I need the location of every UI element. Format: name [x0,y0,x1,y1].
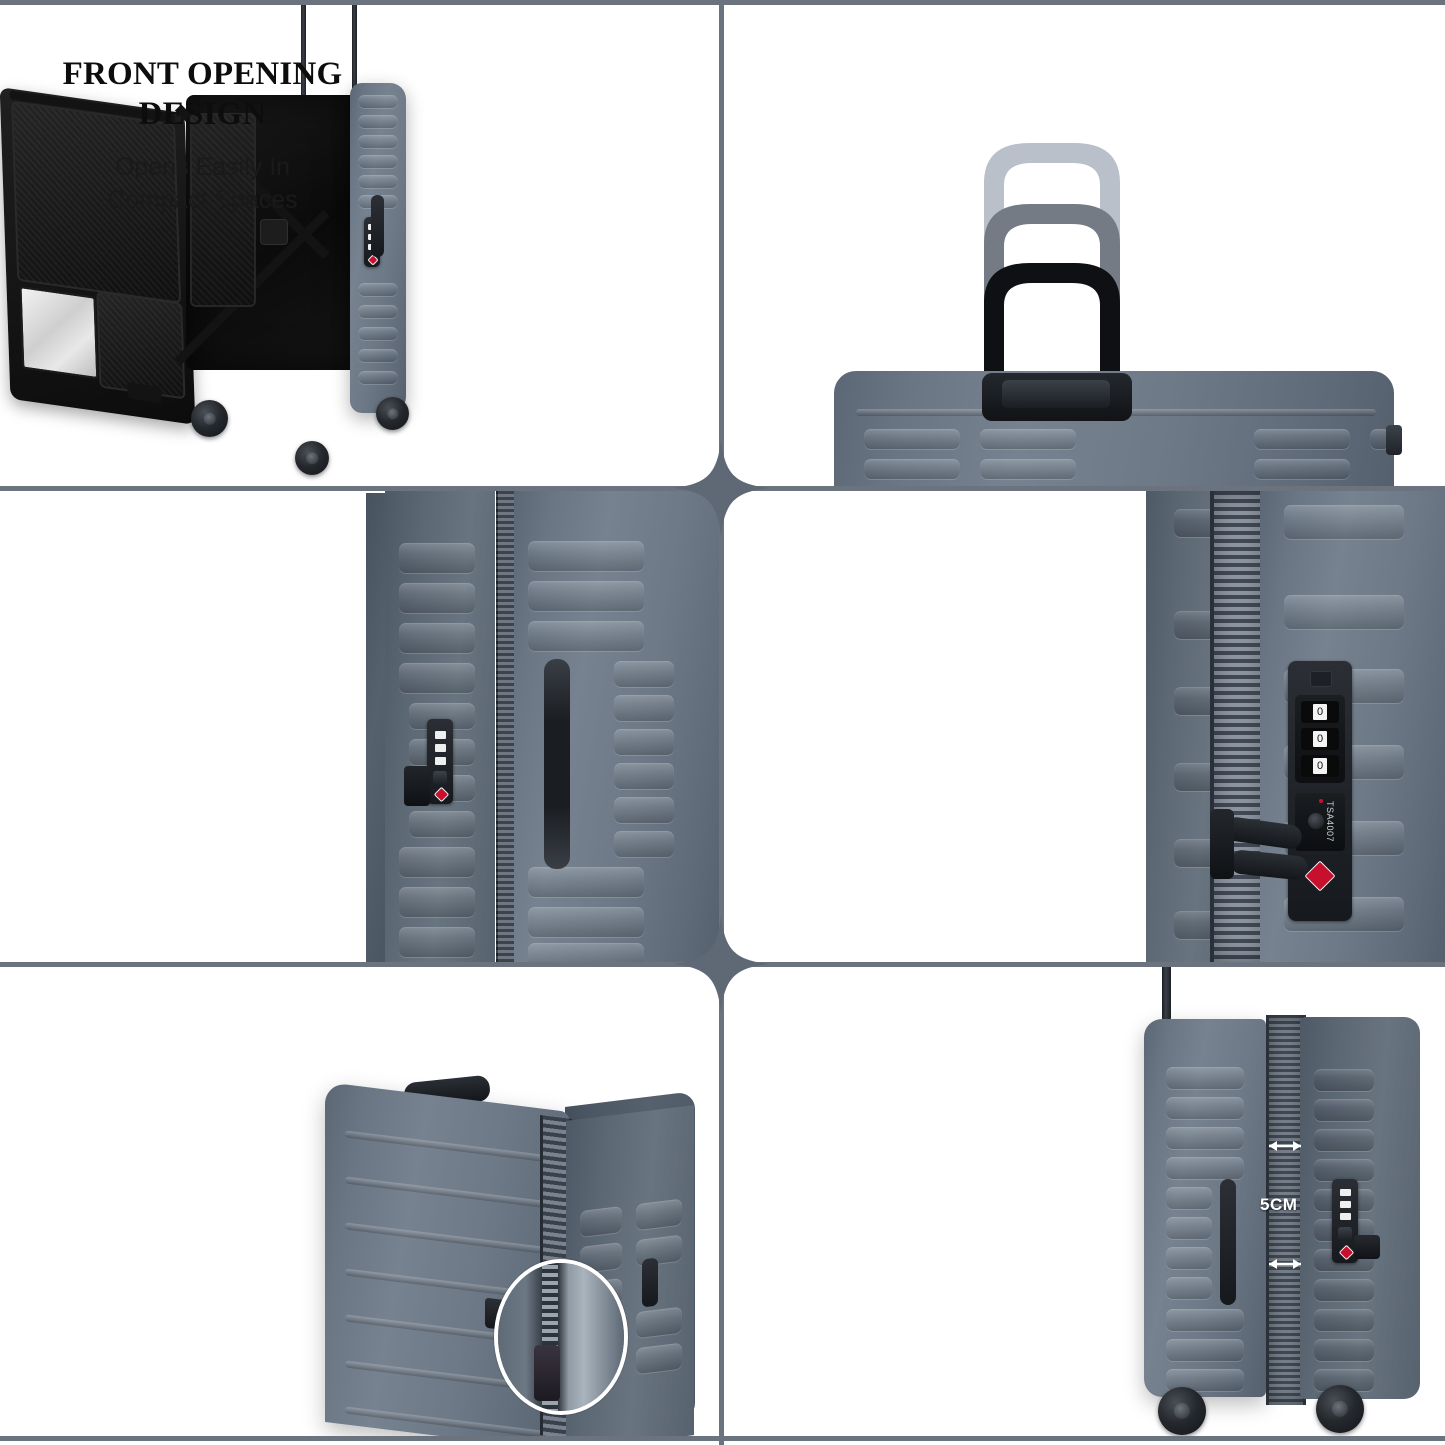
text-backdrop [724,491,1146,962]
zipper-slider [1210,809,1234,879]
rear-side-handle [642,1257,658,1308]
suitcase-right-side-panel [1300,1017,1420,1399]
lock-dial-3: 0 [1313,758,1327,774]
trolley-rod-extended [1162,967,1171,1022]
handle-base-inset [1002,380,1110,408]
suitcase-back-edge [366,493,388,962]
suitcase-left-side-panel [1144,1019,1266,1397]
panel-telescopic-trolley: 3 LEVEL TELESCOPIC ALUMINIUM TROLLEY Thr… [724,5,1445,486]
suitcase-right-rib-column [514,491,719,962]
x-strap-buckle [260,219,288,245]
panel-1-subtitle: Opens Easily In Compact Spaces [107,153,298,215]
sparkle-ornament-upper [673,440,769,536]
lock-series-label: TSA4007 [1325,801,1335,843]
wheel-front-left [191,400,228,437]
lock-dial-1: 0 [1313,704,1327,720]
trolley-rod-right [352,5,357,92]
panel-expandable: 5CM EXPANDABLE Extra Capacity, Adjustabl… [724,967,1445,1436]
tsa-lock-side [427,719,453,804]
left-side-handle-recess [1220,1179,1236,1305]
tsa-lock-expandable-view [1332,1179,1358,1263]
lock-dial-2: 0 [1313,731,1327,747]
tsa-approved-diamond-icon [1304,860,1336,892]
wheel-expandable-right [1316,1385,1364,1433]
suitcase-interior [174,95,358,370]
wheel-expandable-left [1158,1387,1206,1435]
panel-side-and-top-handle: SIDE AND TOP HANDLE Dual Handles, Easy G… [0,491,719,962]
panel-1-heading: FRONT OPENING DESIGN [62,56,343,132]
zipper-pull-tab [404,766,430,806]
grid-divider-column [719,0,724,1445]
lid-clear-pouch [19,285,99,380]
panel-front-opening-design: FRONT OPENING DESIGN Opens Easily In Com… [0,5,719,486]
lock-zipper-pull [1354,1235,1380,1259]
sparkle-ornament-lower [673,916,769,1012]
wheel-front-right [295,441,329,475]
panel-1-text-block: FRONT OPENING DESIGN Opens Easily In Com… [30,55,375,217]
expansion-measure-label: 5CM [1260,1195,1298,1214]
trolley-rod-left [301,5,306,100]
zipper-magnifier-callout [494,1259,628,1415]
expansion-arrow-bottom-icon [1269,1259,1301,1269]
panel-tsa-number-lock: 0 0 0 TSA4007 [724,491,1445,962]
side-handle-recess [544,659,570,869]
wheel-rear-right [376,397,409,430]
tsa-lock-module: 0 0 0 TSA4007 [1288,661,1352,921]
expansion-arrow-top-icon [1269,1141,1301,1151]
panel-double-layer-anti-theft-zipper: DOUBLE LAYER ANTI-THEFT ZIPPER Keeps Bel… [0,967,719,1436]
right-edge-lock-nub [1386,425,1402,455]
interior-divider-pocket [190,113,256,307]
suitcase-side-handle-recess [371,195,384,257]
